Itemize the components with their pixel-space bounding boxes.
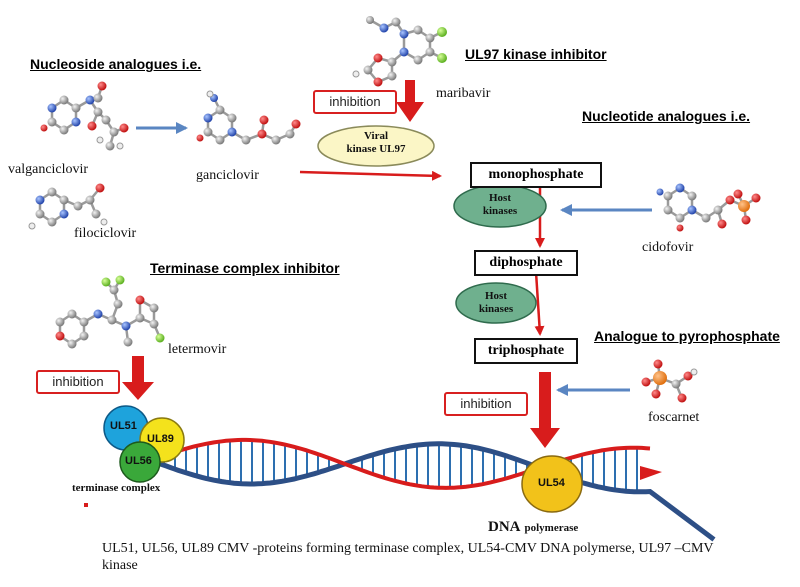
diphosphate-box: diphosphate bbox=[474, 250, 578, 276]
label-viral-kinase: Viral kinase UL97 bbox=[318, 130, 434, 156]
label-ganciclovir: ganciclovir bbox=[196, 168, 259, 183]
label-cidofovir: cidofovir bbox=[642, 240, 694, 255]
heading-nucleotide-analogues: Nucleotide analogues i.e. bbox=[582, 108, 751, 124]
arrow-ganciclovir-to-monophosphate bbox=[299, 170, 442, 181]
block-arrow-foscarnet bbox=[530, 372, 560, 448]
inhibition-box-foscarnet: inhibition bbox=[444, 392, 528, 416]
label-host-kinases-1-line1: Host bbox=[489, 192, 511, 204]
foscarnet-molecule-icon bbox=[641, 359, 698, 403]
label-host-kinases-2-line1: Host bbox=[485, 290, 507, 302]
viral-kinase-ul97-ellipse bbox=[317, 125, 435, 167]
label-valganciclovir: valganciclovir bbox=[8, 162, 89, 177]
block-arrow-maribavir bbox=[396, 80, 424, 122]
ul56-protein bbox=[119, 441, 161, 483]
inhibition-box-letermovir: inhibition bbox=[36, 370, 120, 394]
heading-ul97-kinase-inhibitor: UL97 kinase inhibitor bbox=[465, 46, 607, 62]
figure-caption: UL51, UL56, UL89 CMV -proteins forming t… bbox=[102, 541, 714, 573]
label-terminase-complex: terminase complex bbox=[72, 482, 161, 494]
label-host-kinases-2-line2: kinases bbox=[478, 303, 514, 315]
label-foscarnet: foscarnet bbox=[648, 410, 700, 425]
label-ul51: UL51 bbox=[110, 420, 137, 432]
host-kinases-ellipse-2 bbox=[455, 282, 537, 324]
label-polymerase: polymerase bbox=[524, 522, 579, 534]
label-host-kinases-2: Host kinases bbox=[456, 290, 536, 316]
valganciclovir-molecule-icon bbox=[40, 81, 129, 151]
ganciclovir-molecule-icon bbox=[196, 90, 301, 145]
label-viral-kinase-line2: kinase UL97 bbox=[346, 143, 406, 155]
maribavir-molecule-icon bbox=[352, 16, 447, 87]
heading-nucleoside-analogues: Nucleoside analogues i.e. bbox=[30, 56, 202, 72]
label-ul56: UL56 bbox=[125, 455, 152, 467]
label-dna: DNA bbox=[488, 519, 521, 535]
label-letermovir: letermovir bbox=[168, 342, 227, 357]
ul54-protein bbox=[521, 455, 583, 513]
heading-terminase-complex-inhibitor: Terminase complex inhibitor bbox=[150, 260, 340, 276]
label-host-kinases-1: Host kinases bbox=[454, 192, 546, 218]
label-ul89: UL89 bbox=[147, 433, 174, 445]
label-ul54: UL54 bbox=[538, 477, 565, 489]
block-arrow-letermovir bbox=[122, 356, 154, 400]
filociclovir-molecule-icon bbox=[28, 183, 108, 230]
letermovir-molecule-icon bbox=[55, 275, 165, 349]
small-red-marker bbox=[84, 503, 88, 507]
label-dna-polymerase: DNA polymerase bbox=[488, 518, 578, 536]
arrow-diphosphate-to-triphosphate bbox=[534, 271, 545, 336]
dna-helix bbox=[149, 437, 716, 542]
triphosphate-box: triphosphate bbox=[474, 338, 578, 364]
monophosphate-box: monophosphate bbox=[470, 162, 602, 188]
label-maribavir: maribavir bbox=[436, 86, 491, 101]
label-filociclovir: filociclovir bbox=[74, 226, 137, 241]
label-host-kinases-1-line2: kinases bbox=[482, 205, 518, 217]
cidofovir-molecule-icon bbox=[656, 183, 761, 232]
inhibition-box-maribavir: inhibition bbox=[313, 90, 397, 114]
label-viral-kinase-line1: Viral bbox=[363, 130, 389, 142]
heading-analogue-to-pyrophosphate: Analogue to pyrophosphate bbox=[594, 328, 780, 344]
